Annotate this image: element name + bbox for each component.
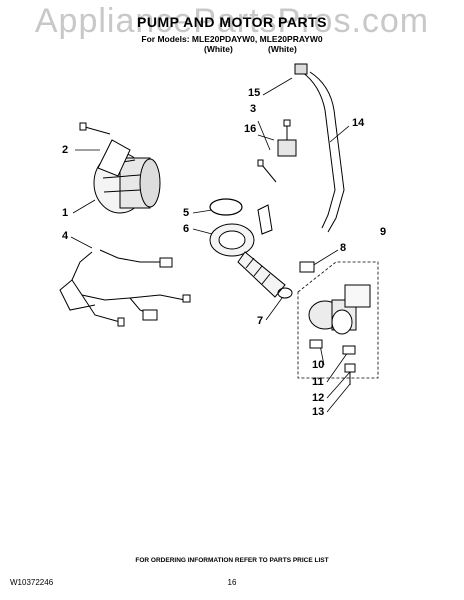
callout-6: 6 <box>183 223 190 235</box>
callout-2: 2 <box>62 144 69 156</box>
callout-5: 5 <box>183 207 190 219</box>
ordering-note: FOR ORDERING INFORMATION REFER TO PARTS … <box>135 557 329 564</box>
watermark: AppliancePartsPros.com <box>34 2 430 40</box>
hose-clamp <box>209 198 243 216</box>
model-numbers: For Models: MLE20PDAYW0, MLE20PRAYW0 <box>141 34 323 44</box>
callout-15: 15 <box>248 87 261 99</box>
callout-14: 14 <box>352 117 365 129</box>
hose-end-clip <box>294 63 308 75</box>
callout-8: 8 <box>340 242 347 254</box>
callout-12: 12 <box>312 392 325 404</box>
screw <box>257 159 277 183</box>
sump-hose <box>209 204 286 298</box>
callout-3: 3 <box>250 103 257 115</box>
callout-10: 10 <box>312 359 325 371</box>
callout-9: 9 <box>380 226 387 238</box>
page-title: PUMP AND MOTOR PARTS <box>137 14 327 30</box>
model-color-1: (White) <box>204 44 233 54</box>
callout-7: 7 <box>257 315 264 327</box>
pressure-chamber <box>277 119 297 157</box>
motor-bolt <box>79 122 111 135</box>
callout-13: 13 <box>312 406 325 418</box>
callout-1: 1 <box>62 207 69 219</box>
drive-motor <box>93 139 161 214</box>
document-number: W10372246 <box>10 578 54 587</box>
page-number: 16 <box>227 578 237 587</box>
callout-11: 11 <box>312 376 324 388</box>
small-clamp <box>277 287 293 299</box>
gasket <box>299 261 315 273</box>
callout-4: 4 <box>62 230 69 242</box>
pump-assembly <box>297 261 379 385</box>
model-color-2: (White) <box>268 44 297 54</box>
callout-16: 16 <box>244 123 257 135</box>
wire-harness <box>59 249 191 327</box>
drain-hose <box>301 71 345 233</box>
